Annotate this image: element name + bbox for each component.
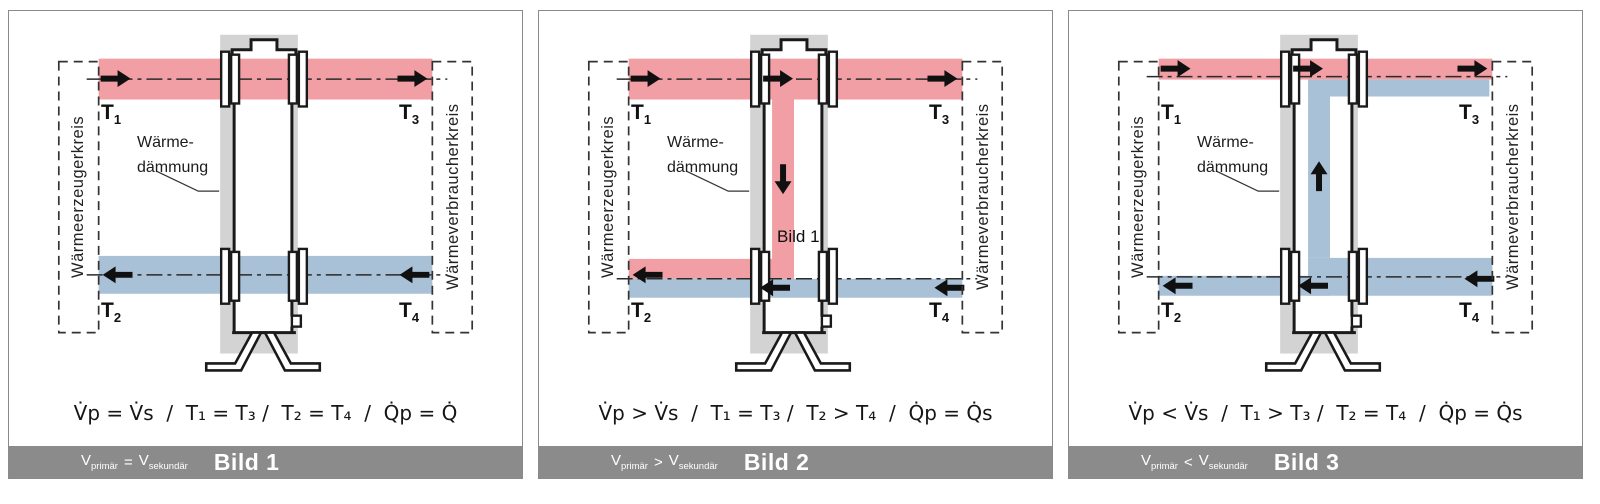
vessel-leg-left xyxy=(734,331,794,372)
arrow-left-icon xyxy=(760,279,791,297)
vessel-leg-left xyxy=(1264,331,1324,372)
insulation-label: Wärme- dämmung xyxy=(667,134,739,176)
footer-bar: Vprimär > Vsekundär Bild 2 xyxy=(539,446,1052,478)
comparison-operator: = xyxy=(123,453,133,471)
v-secondary: Vsekundär xyxy=(1198,451,1248,472)
temp-label-t2: T2 xyxy=(631,299,652,326)
temp-label-t1: T1 xyxy=(1161,101,1182,128)
v-secondary: Vsekundär xyxy=(138,451,188,472)
temp-label-t2: T2 xyxy=(1161,299,1182,326)
overlay-label: Bild 1 xyxy=(777,227,820,246)
generator-circuit-boundary xyxy=(1117,60,1160,334)
arrow-down-icon xyxy=(774,164,792,195)
figure-caption: Bild 3 xyxy=(1273,448,1340,475)
arrow-left-icon xyxy=(102,266,133,284)
arrow-right-icon xyxy=(927,70,958,88)
drain-nub xyxy=(290,314,303,328)
arrow-left-icon xyxy=(1162,277,1193,295)
right-circuit-label: Wärmeverbraucherkreis xyxy=(444,103,462,291)
generator-circuit-boundary xyxy=(57,60,100,334)
temp-label-t1: T1 xyxy=(631,101,652,128)
drain-nub xyxy=(1350,314,1363,328)
arrow-left-icon xyxy=(399,266,430,284)
figure-panel-2: Wärmeerzeugerkreis Wärmeverbraucherkreis… xyxy=(538,10,1053,479)
temp-label-t3: T3 xyxy=(929,101,950,128)
vessel-leg-right xyxy=(262,331,322,372)
vessel-leg-right xyxy=(792,331,852,372)
figure-caption: Bild 2 xyxy=(743,448,810,475)
v-primary: Vprimär xyxy=(81,451,118,472)
insulation-leader-line xyxy=(686,170,750,192)
hydraulic-separator-diagram-2 xyxy=(587,34,1004,372)
right-circuit-label: Wärmeverbraucherkreis xyxy=(974,103,992,291)
consumer-circuit-boundary xyxy=(431,60,474,334)
right-circuit-label: Wärmeverbraucherkreis xyxy=(1504,103,1522,291)
consumer-circuit-boundary xyxy=(961,60,1004,334)
return-flow-band xyxy=(628,278,963,298)
arrow-right-icon xyxy=(1293,60,1324,78)
arrow-up-icon xyxy=(1310,161,1328,192)
v-primary: Vprimär xyxy=(611,451,648,472)
insulation-label: Wärme- dämmung xyxy=(137,134,209,176)
footer-bar: Vprimär < Vsekundär Bild 3 xyxy=(1069,446,1582,478)
figure-panel-3: Wärmeerzeugerkreis Wärmeverbraucherkreis… xyxy=(1068,10,1583,479)
formula: V̇p = V̇s / T₁ = T₃ / T₂ = T₄ / Q̇p = Q̇ xyxy=(73,401,458,425)
insulation-leader-line xyxy=(1216,170,1280,192)
insulation-leader-line xyxy=(156,170,220,192)
arrow-right-icon xyxy=(630,70,661,88)
hydraulic-separator-diagram-1 xyxy=(57,34,474,372)
temp-label-t3: T3 xyxy=(399,101,420,128)
footer-bar: Vprimär = Vsekundär Bild 1 xyxy=(9,446,522,478)
insulation-label: Wärme- dämmung xyxy=(1197,134,1269,176)
arrow-left-icon xyxy=(934,279,965,297)
generator-circuit-boundary xyxy=(587,60,630,334)
figure-caption: Bild 1 xyxy=(213,448,280,475)
supply-flow-band xyxy=(1158,58,1493,80)
flow-arrows xyxy=(1160,60,1495,295)
flow-arrows xyxy=(630,70,965,297)
arrow-left-icon xyxy=(1298,277,1328,295)
arrow-right-icon xyxy=(763,70,794,88)
consumer-circuit-boundary xyxy=(1491,60,1534,334)
temp-label-t3: T3 xyxy=(1459,101,1480,128)
arrow-right-icon xyxy=(100,70,131,88)
vessel-leg-left xyxy=(204,331,264,372)
hydraulic-separator-diagram-3 xyxy=(1117,34,1534,372)
formula: V̇p > V̇s / T₁ = T₃ / T₂ > T₄ / Q̇p = Q̇… xyxy=(598,401,993,425)
temp-label-t1: T1 xyxy=(101,101,122,128)
vessel-leg-right xyxy=(1322,331,1382,372)
return-mix-top-band xyxy=(1308,79,1490,97)
left-circuit-label: Wärmeerzeugerkreis xyxy=(69,115,87,279)
flanges xyxy=(219,50,309,305)
arrow-left-icon xyxy=(632,266,663,284)
figure-panel-1: Wärmeerzeugerkreis Wärmeverbraucherkreis… xyxy=(8,10,523,479)
temp-label-t4: T4 xyxy=(929,299,950,326)
arrow-left-icon xyxy=(1464,270,1495,288)
left-circuit-label: Wärmeerzeugerkreis xyxy=(599,115,617,279)
flanges xyxy=(1279,50,1369,305)
arrow-right-icon xyxy=(397,70,428,88)
arrow-right-icon xyxy=(1457,60,1488,78)
drain-nub xyxy=(820,314,833,328)
temp-label-t2: T2 xyxy=(101,299,122,326)
arrow-right-icon xyxy=(1160,60,1191,78)
comparison-operator: < xyxy=(1183,453,1193,471)
left-circuit-label: Wärmeerzeugerkreis xyxy=(1129,115,1147,279)
v-primary: Vprimär xyxy=(1141,451,1178,472)
temp-label-t4: T4 xyxy=(399,299,420,326)
page: Wärmeerzeugerkreis Wärmeverbraucherkreis… xyxy=(8,10,1592,479)
temp-label-t4: T4 xyxy=(1459,299,1480,326)
formula: V̇p < V̇s / T₁ > T₃ / T₂ = T₄ / Q̇p = Q̇… xyxy=(1128,401,1523,425)
flow-arrows xyxy=(100,70,430,284)
comparison-operator: > xyxy=(653,453,663,471)
v-secondary: Vsekundär xyxy=(668,451,718,472)
